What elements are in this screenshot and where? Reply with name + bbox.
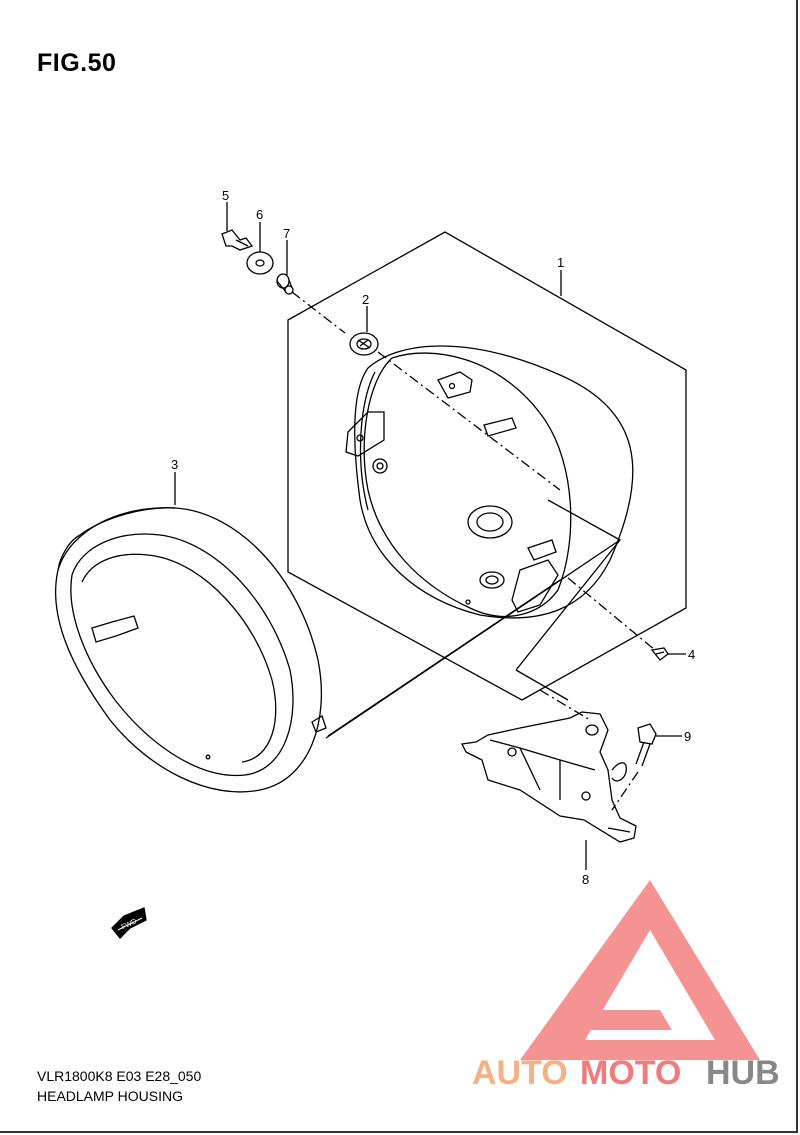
watermark-moto: MOTO [580,1054,681,1092]
figure-title: FIG.50 [37,49,117,77]
headlamp-bracket [461,711,637,843]
callout-2: 2 [362,292,369,307]
bolt-9 [635,723,657,767]
callout-3: 3 [171,457,178,472]
headlamp-rim [54,507,327,793]
callout-4: 4 [688,647,695,662]
callout-8: 8 [582,872,589,887]
watermark-logo [520,880,760,1060]
callout-6: 6 [256,207,263,222]
collar-7 [276,273,294,295]
washer-6 [246,251,274,275]
diagram-caption: HEADLAMP HOUSING [37,1088,183,1104]
assembly-group-outline [287,231,687,701]
callout-9: 9 [684,729,691,744]
callout-1: 1 [557,255,564,270]
headlamp-housing [345,345,634,619]
fwd-arrow-icon [111,907,147,939]
callout-5: 5 [222,188,229,203]
bolt-5 [221,229,254,251]
grommet [349,332,379,356]
watermark-hub: HUB [706,1054,780,1092]
watermark-auto: AUTO [472,1054,568,1092]
callout-7: 7 [283,226,290,241]
model-code: VLR1800K8 E03 E28_050 [37,1068,202,1084]
screw-4 [650,647,669,661]
